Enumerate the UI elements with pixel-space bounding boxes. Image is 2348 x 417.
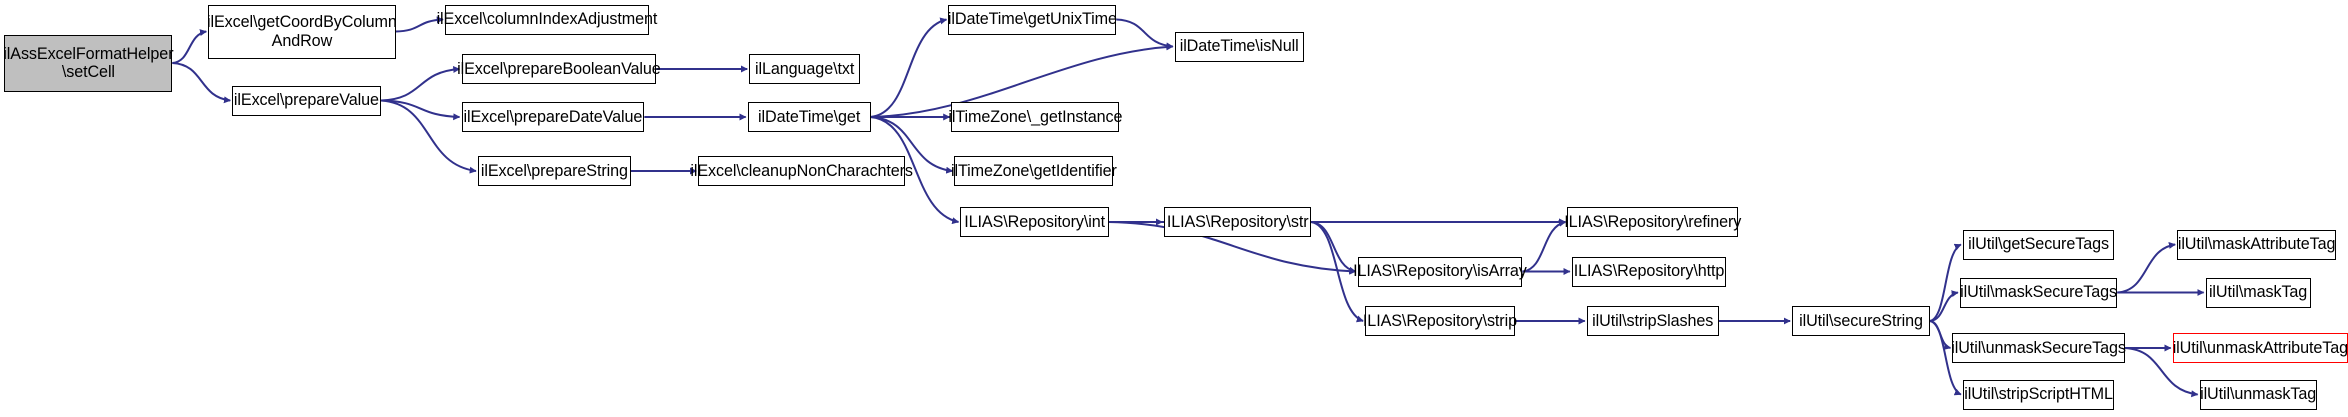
graph-node-prepareValue[interactable]: ilExcel\prepareValue [232,85,381,116]
edge-repoIsArray-to-repoRefinery [1522,219,1567,273]
graph-node-columnIndexAdj[interactable]: ilExcel\columnIndexAdjustment [437,4,657,35]
graph-node-unmaskSecureTags[interactable]: ilUtil\unmaskSecureTags [1951,333,2126,363]
graph-node-prepareBoolean[interactable]: ilExcel\prepareBooleanValue [457,54,661,84]
graph-node-setCell[interactable]: ilAssExcelFormatHelper \setCell [3,34,174,92]
graph-node-tzGetIdentifier[interactable]: ilTimeZone\getIdentifier [951,156,1117,186]
edge-prepareValue-to-prepareDate [380,99,461,121]
edge-secureString-to-getSecureTags [1929,243,1962,322]
graph-node-repoIsArray[interactable]: ILIAS\Repository\isArray [1353,256,1527,287]
graph-node-maskSecureTags[interactable]: ilUtil\maskSecureTags [1959,277,2118,308]
edge-prepareValue-to-prepareBoolean [380,65,461,102]
edge-ilDateTimeGet-to-getUnixTime [870,17,948,118]
graph-node-secureString[interactable]: ilUtil\secureString [1792,306,1930,336]
edge-secureString-to-unmaskSecureTags [1929,320,1952,350]
graph-node-stripScriptHTML[interactable]: ilUtil\stripScriptHTML [1962,379,2115,410]
graph-node-maskTag[interactable]: ilUtil\maskTag [2205,277,2311,308]
graph-node-stripSlashes[interactable]: ilUtil\stripSlashes [1586,306,1719,336]
graph-node-repoStr[interactable]: ILIAS\Repository\str [1164,207,1312,237]
edge-repoStr-to-repoIsArray [1310,221,1357,274]
edge-setCell-to-prepareValue [172,62,231,104]
graph-node-ilLanguageTxt[interactable]: ilLanguage\txt [749,54,861,84]
graph-node-unmaskTag[interactable]: ilUtil\unmaskTag [2199,379,2317,410]
graph-node-cleanupNonChar[interactable]: ilExcel\cleanupNonCharachters [690,156,913,186]
graph-node-prepareDate[interactable]: ilExcel\prepareDateValue [461,102,645,132]
graph-node-maskAttributeTag[interactable]: ilUtil\maskAttributeTag [2177,229,2336,260]
graph-node-unmaskAttributeTag[interactable]: ilUtil\unmaskAttributeTag [2172,333,2348,363]
edge-getUnixTime-to-isNull [1116,18,1174,50]
graph-node-repoInt[interactable]: ILIAS\Repository\int [960,207,1109,237]
graph-node-ilDateTimeGet[interactable]: ilDateTime\get [747,102,871,132]
graph-node-getSecureTags[interactable]: ilUtil\getSecureTags [1962,229,2115,260]
graph-node-repoStrip[interactable]: ILIAS\Repository\strip [1363,306,1517,336]
graph-node-repoHttp[interactable]: ILIAS\Repository\http [1571,256,1727,287]
graph-node-repoRefinery[interactable]: ILIAS\Repository\refinery [1564,207,1741,237]
edge-maskSecureTags-to-maskAttributeTag [2117,241,2176,294]
graph-node-getUnixTime[interactable]: ilDateTime\getUnixTime [948,4,1117,35]
graph-node-isNull[interactable]: ilDateTime\isNull [1174,31,1304,62]
graph-node-getCoord[interactable]: ilExcel\getCoordByColumn AndRow [207,4,397,59]
graph-node-prepareString[interactable]: ilExcel\prepareString [477,156,631,186]
graph-node-tzGetInstance[interactable]: ilTimeZone\_getInstance [948,102,1123,132]
edge-secureString-to-maskSecureTags [1929,290,1959,322]
edge-setCell-to-getCoord [172,29,207,64]
